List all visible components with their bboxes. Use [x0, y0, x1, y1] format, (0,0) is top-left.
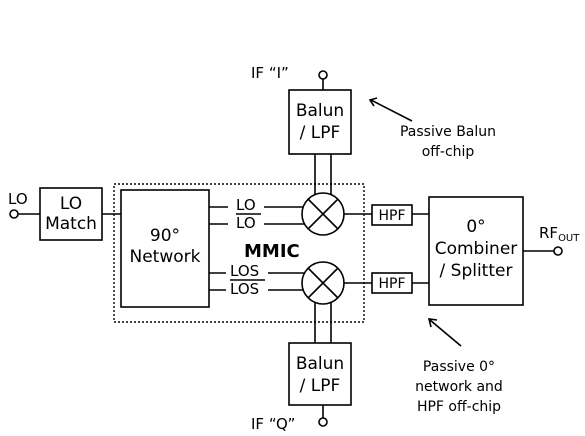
annotation-passive-balun-line2: off-chip — [422, 144, 475, 160]
balun-top-line1: Balun — [296, 101, 344, 121]
lo-match-line1: LO — [60, 194, 82, 214]
rf-out-terminal — [553, 246, 563, 256]
balun-bottom-line2: / LPF — [300, 376, 341, 396]
balun-lpf-bottom — [288, 342, 352, 406]
if-i-terminal — [318, 70, 328, 80]
lo-input-terminal — [9, 209, 19, 219]
hpf-top-label: HPF — [378, 208, 405, 224]
network-90-line1: 90° — [150, 226, 180, 246]
hpf-top — [371, 204, 413, 226]
signal-lo-bar: LO — [236, 214, 256, 232]
combiner-line2: Combiner — [435, 239, 518, 259]
signal-los: LOS — [230, 262, 259, 280]
combiner-splitter-block — [428, 196, 524, 306]
mmic-label: MMIC — [244, 241, 300, 262]
annotation-passive-network-line3: HPF off-chip — [417, 399, 501, 415]
signal-los-bar: LOS — [230, 280, 259, 298]
if-q-terminal — [318, 417, 328, 427]
balun-top-line2: / LPF — [300, 123, 341, 143]
signal-lo: LO — [236, 196, 256, 214]
mmic-boundary — [113, 183, 365, 323]
if-i-label: IF “I” — [251, 64, 289, 82]
rf-out-main: RF — [539, 224, 558, 242]
balun-bottom-line1: Balun — [296, 354, 344, 374]
annotation-passive-balun-line1: Passive Balun — [400, 124, 496, 140]
lo-input-label: LO — [8, 190, 28, 208]
hpf-bottom-label: HPF — [378, 276, 405, 292]
rf-out-label: RFOUT — [539, 224, 580, 244]
rf-out-subscript: OUT — [558, 233, 580, 244]
balun-lpf-top — [288, 89, 352, 155]
lo-match-line2: Match — [45, 214, 97, 234]
annotation-passive-network-line1: Passive 0° — [423, 359, 495, 375]
if-q-label: IF “Q” — [251, 415, 295, 433]
combiner-line3: / Splitter — [440, 261, 513, 281]
combiner-line1: 0° — [466, 217, 485, 237]
network-90-block — [120, 189, 210, 308]
annotation-passive-network-line2: network and — [415, 379, 503, 395]
network-90-line2: Network — [130, 247, 201, 267]
